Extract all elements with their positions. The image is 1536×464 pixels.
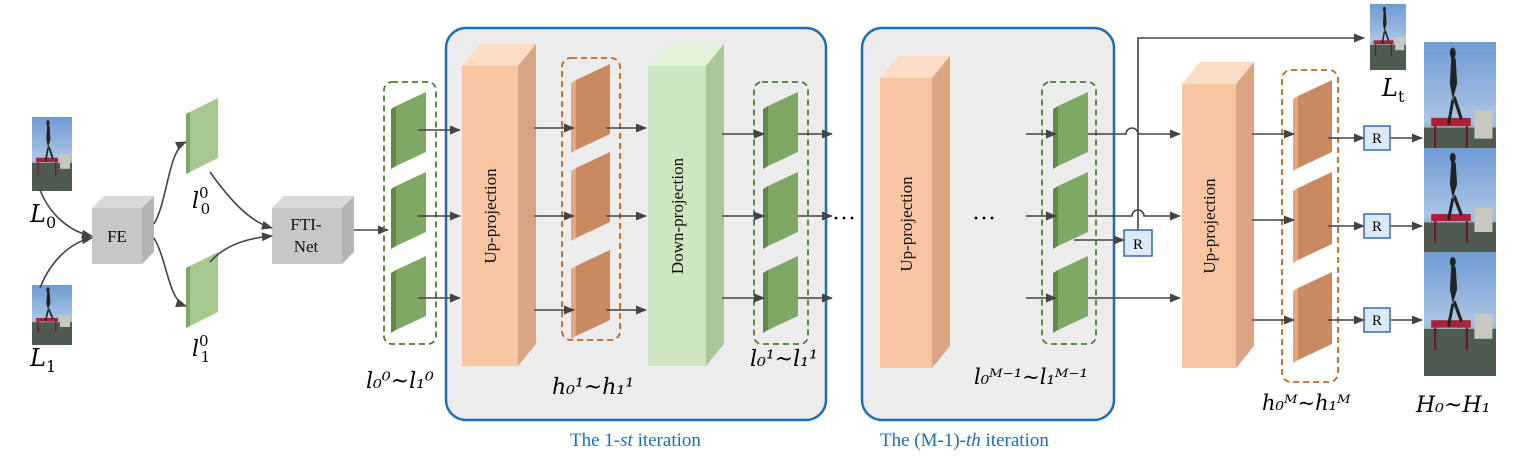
r-label-3: R [1372, 313, 1382, 329]
r-box-middle: R [1123, 229, 1153, 257]
label-lt: Lt [1381, 74, 1405, 106]
up-projection-m-1-label: Up-projection [897, 176, 916, 272]
feature-slab-h1-3 [571, 250, 610, 339]
fe-block [92, 196, 154, 264]
feature-l0 [186, 98, 218, 174]
group-h1-box [561, 57, 621, 341]
output-image-3 [1424, 252, 1496, 376]
output-image-2 [1424, 148, 1496, 268]
fti-net-block [272, 196, 354, 264]
feature-slab-l1-3 [763, 256, 798, 333]
r-label-middle: R [1133, 237, 1143, 253]
feature-slab-hm-3 [1293, 272, 1332, 363]
feature-slab-l1-1 [763, 92, 798, 169]
fti-label-1: FTI- [290, 215, 322, 234]
group-lm-box [1041, 81, 1097, 345]
group1-features [391, 92, 426, 333]
caption-iteration-m-1: The (M-1)-th iteration [880, 430, 1049, 451]
ellipsis-2: ··· [972, 206, 996, 232]
feature-slab-hm-1 [1293, 80, 1332, 171]
r-box-3: R [1363, 307, 1391, 333]
feature-slab-l0-3 [391, 256, 426, 333]
feature-l1 [186, 252, 218, 328]
r-box-1: R [1363, 125, 1391, 151]
feature-slab-l1-2 [763, 172, 798, 249]
up-projection-m-label: Up-projection [1200, 178, 1219, 274]
group-hm-features [1293, 80, 1332, 363]
label-l0: L0 [29, 200, 56, 232]
label-group-h1: h₀¹~h₁¹ [552, 375, 634, 400]
fe-label: FE [107, 227, 127, 246]
r-box-2: R [1363, 213, 1391, 239]
feature-slab-l0-2 [391, 172, 426, 249]
input-image-l0 [32, 117, 72, 191]
label-group-l1: l₀¹~l₁¹ [750, 347, 818, 372]
up-projection-m [1182, 62, 1254, 368]
feature-slab-hm-2 [1293, 172, 1332, 263]
iteration-1-panel [444, 26, 828, 422]
group-lm-features [1053, 92, 1088, 333]
up-projection-1-label: Up-projection [481, 168, 500, 264]
feature-slab-h1-1 [571, 64, 610, 153]
down-projection-label: Down-projection [668, 157, 687, 274]
feature-slab-l0-1 [391, 92, 426, 169]
up-projection-1 [462, 44, 536, 366]
caption-iteration-1: The 1-st iteration [570, 430, 701, 451]
ellipsis-1: ··· [832, 206, 856, 232]
group1-box [383, 81, 437, 345]
r-label-2: R [1372, 219, 1382, 235]
fti-label-2: Net [294, 237, 319, 256]
label-group-hm: h₀ᴹ~h₁ᴹ [1262, 391, 1351, 415]
down-projection [648, 44, 724, 366]
label-l1: L1 [29, 344, 56, 376]
label-group-lm: l₀ᴹ⁻¹~l₁ᴹ⁻¹ [974, 365, 1088, 389]
group-h1-features [571, 64, 610, 339]
feature-slab-h1-2 [571, 152, 610, 241]
input-image-l1 [32, 285, 72, 345]
label-group1: l₀⁰~l₁⁰ [366, 369, 434, 394]
r-label-1: R [1372, 131, 1382, 147]
target-image-lt [1370, 4, 1406, 70]
label-output: H₀~H₁ [1415, 393, 1490, 418]
up-projection-m-1 [880, 56, 950, 368]
group-l1-features [763, 92, 798, 333]
